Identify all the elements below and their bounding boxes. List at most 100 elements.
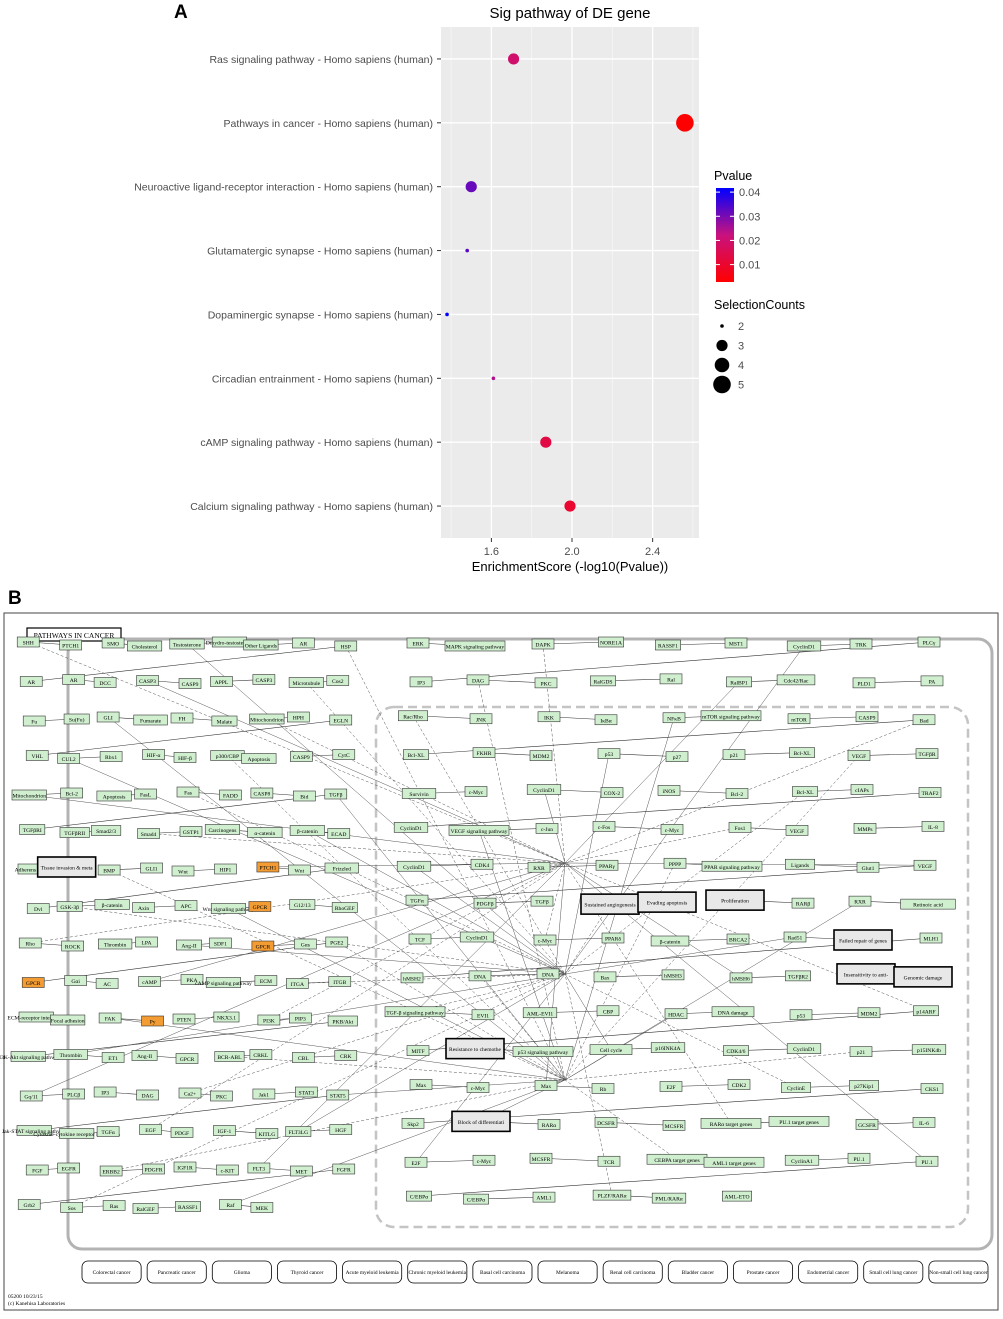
gene-box — [132, 902, 155, 913]
gene-label: DCSFR — [597, 1121, 615, 1127]
gene-label: RXR — [533, 866, 545, 872]
gene-label: NFκB — [667, 716, 681, 722]
related-disease-box — [211, 1260, 272, 1284]
gene-label: cIAPs — [855, 788, 869, 794]
gene-box — [97, 864, 121, 876]
gene-label: AML-EVI1 — [527, 1011, 554, 1017]
gene-box — [529, 750, 553, 761]
gene-label: ITGB — [333, 980, 346, 986]
gene-box — [93, 1086, 117, 1098]
gene-box — [326, 675, 350, 686]
gene-box — [768, 1116, 830, 1127]
related-disease-box — [798, 1260, 859, 1284]
gene-box — [254, 975, 278, 986]
panel-a-letter: A — [174, 2, 188, 23]
gene-box — [219, 789, 242, 801]
gene-label: TGFβR — [918, 752, 935, 758]
size-legend-key — [714, 357, 730, 373]
gene-label: GPCR — [253, 905, 268, 911]
gene-label: GLI1 — [145, 867, 157, 873]
related-disease-label: Acute myeloid leukemia — [346, 1270, 400, 1276]
gene-box — [785, 825, 809, 836]
gene-box — [789, 747, 815, 758]
gene-box — [99, 751, 123, 762]
gene-box — [289, 899, 316, 910]
interaction-line — [337, 1079, 566, 1096]
gene-label: GCSFR — [858, 1123, 876, 1129]
gene-box — [219, 1199, 242, 1210]
gene-label: β-catenin — [297, 829, 318, 835]
gene-box — [241, 753, 277, 764]
gene-label: GPCR — [256, 945, 271, 951]
gene-box — [659, 673, 683, 685]
gene-label: p21 — [857, 1050, 866, 1056]
gene-label: MET — [295, 1170, 307, 1176]
gene-box — [711, 1006, 755, 1018]
gene-label: Rho — [26, 942, 36, 948]
size-legend-key — [720, 324, 724, 328]
interaction-line — [413, 866, 566, 975]
gene-box — [847, 750, 871, 761]
interaction-line — [604, 974, 674, 978]
gene-box — [728, 822, 752, 833]
gene-box — [444, 640, 506, 652]
interaction-line — [298, 973, 566, 1132]
gene-label: IκBα — [600, 718, 611, 724]
y-tick-label: Calcium signaling pathway - Homo sapiens… — [190, 501, 433, 513]
gene-label: VEGF — [852, 754, 867, 760]
gene-box — [786, 1043, 822, 1054]
gene-label: Glut1 — [862, 866, 875, 872]
gene-box — [594, 1117, 618, 1128]
gene-box — [21, 977, 45, 988]
gene-label: RARα target genes — [710, 1122, 753, 1128]
gene-label: VHL — [31, 754, 43, 760]
gene-box — [852, 677, 876, 689]
interaction-line — [416, 864, 926, 901]
gene-label: HGF — [335, 1128, 346, 1134]
gene-box — [466, 674, 490, 686]
gene-box — [784, 1154, 820, 1166]
gene-box — [93, 677, 117, 688]
gene-label: C/EBPα — [410, 1195, 429, 1201]
gene-box — [783, 931, 807, 943]
gene-label: PDGF — [175, 1131, 189, 1137]
data-point — [491, 376, 496, 381]
gene-box — [57, 753, 80, 764]
gene-box — [216, 1164, 239, 1176]
x-tick-label: 2.0 — [564, 546, 579, 558]
gene-box — [19, 824, 46, 835]
gene-label: CyclinD1 — [400, 826, 422, 832]
gene-label: Bad — [919, 718, 928, 724]
gene-box — [592, 1189, 632, 1201]
gene-label: CytC — [338, 753, 350, 759]
gene-label: C/EBPα — [467, 1198, 486, 1204]
gene-label: PKA — [186, 978, 197, 984]
gene-label: MAPK signaling pathway — [446, 645, 505, 651]
gene-label: CDK2 — [732, 1083, 747, 1089]
gene-label: FKHR — [477, 751, 492, 757]
gene-box — [170, 712, 194, 724]
gene-box — [533, 934, 557, 946]
gene-label: PPARδ — [605, 937, 621, 943]
related-disease-label: Basal cell carcinoma — [480, 1270, 526, 1276]
gene-label: Microtubule — [293, 681, 321, 687]
gene-label: AML1 target genes — [712, 1161, 755, 1167]
gene-label: CyclinE — [787, 1086, 806, 1092]
color-legend-label: 0.04 — [739, 187, 760, 199]
gene-label: CEBPA target genes — [654, 1158, 699, 1164]
gene-box — [400, 972, 424, 984]
gene-box — [324, 862, 359, 874]
gene-box — [409, 1079, 433, 1090]
gene-label: MCSFR — [532, 1157, 551, 1163]
gene-label: Sos — [68, 1206, 76, 1212]
gene-box — [172, 1013, 196, 1025]
gene-box — [849, 638, 873, 650]
gene-label: Rbx1 — [105, 755, 117, 761]
gene-label: E2F — [411, 1161, 420, 1167]
gene-box — [915, 748, 939, 759]
gene-label: MLH1 — [923, 937, 938, 943]
gene-box — [530, 895, 554, 907]
related-disease-label: Small cell lung cancer — [869, 1270, 917, 1276]
gene-label: Cdc42/Rac — [784, 678, 809, 684]
